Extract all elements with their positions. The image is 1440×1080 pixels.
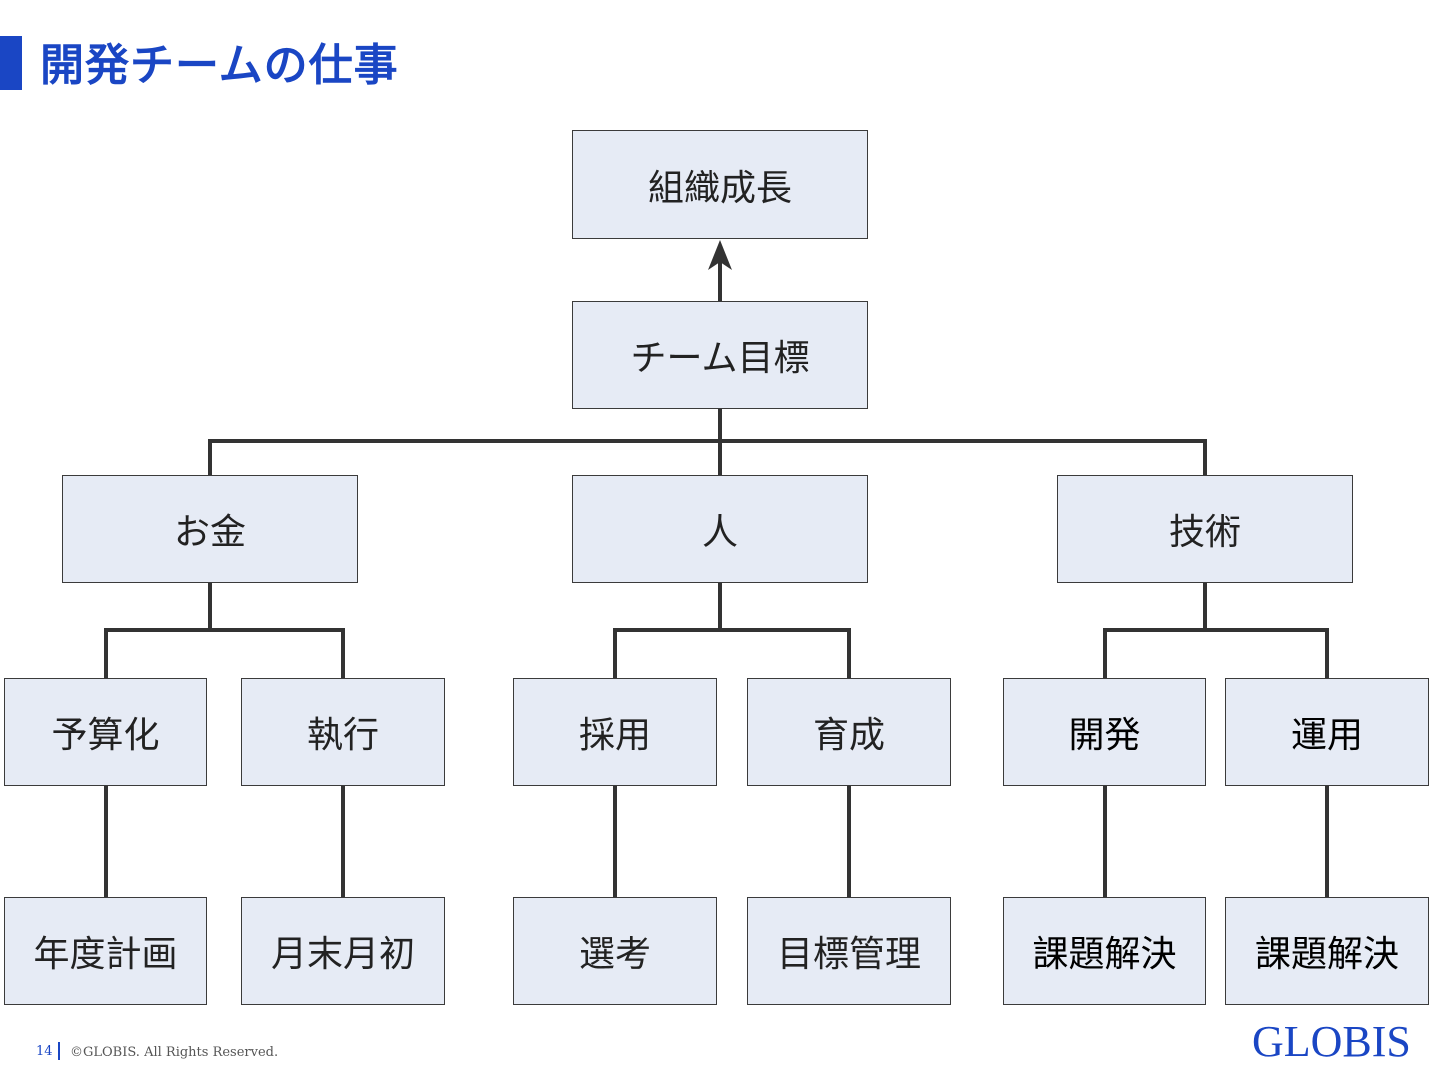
node-selection: 選考 [513, 897, 717, 1005]
node-annual-plan: 年度計画 [4, 897, 207, 1005]
page-number: 14 [36, 1044, 53, 1059]
node-execution: 執行 [241, 678, 445, 786]
slide-title: 開発チームの仕事 [40, 40, 399, 91]
node-technology: 技術 [1057, 475, 1353, 583]
arrow-head [708, 240, 732, 270]
node-hiring: 採用 [513, 678, 717, 786]
node-problem-solving-ops: 課題解決 [1225, 897, 1429, 1005]
title-accent-bar [0, 36, 22, 90]
connector-level2-bus [208, 439, 1207, 475]
node-people: 人 [572, 475, 868, 583]
node-goal-management: 目標管理 [747, 897, 951, 1005]
connector-money-bus [104, 628, 345, 678]
node-team-goal: チーム目標 [572, 301, 868, 409]
node-development: 開発 [1003, 678, 1206, 786]
node-money: お金 [62, 475, 358, 583]
copyright-text: ©GLOBIS. All Rights Reserved. [70, 1045, 279, 1060]
connector-tech-bus [1103, 628, 1329, 678]
node-month-close: 月末月初 [241, 897, 445, 1005]
node-training: 育成 [747, 678, 951, 786]
connector-people-bus [613, 628, 851, 678]
node-organization-growth: 組織成長 [572, 130, 868, 239]
footer-divider [58, 1042, 60, 1060]
globis-logo: GLOBIS [1252, 1017, 1411, 1066]
node-problem-solving-dev: 課題解決 [1003, 897, 1206, 1005]
node-operation: 運用 [1225, 678, 1429, 786]
node-budgeting: 予算化 [4, 678, 207, 786]
